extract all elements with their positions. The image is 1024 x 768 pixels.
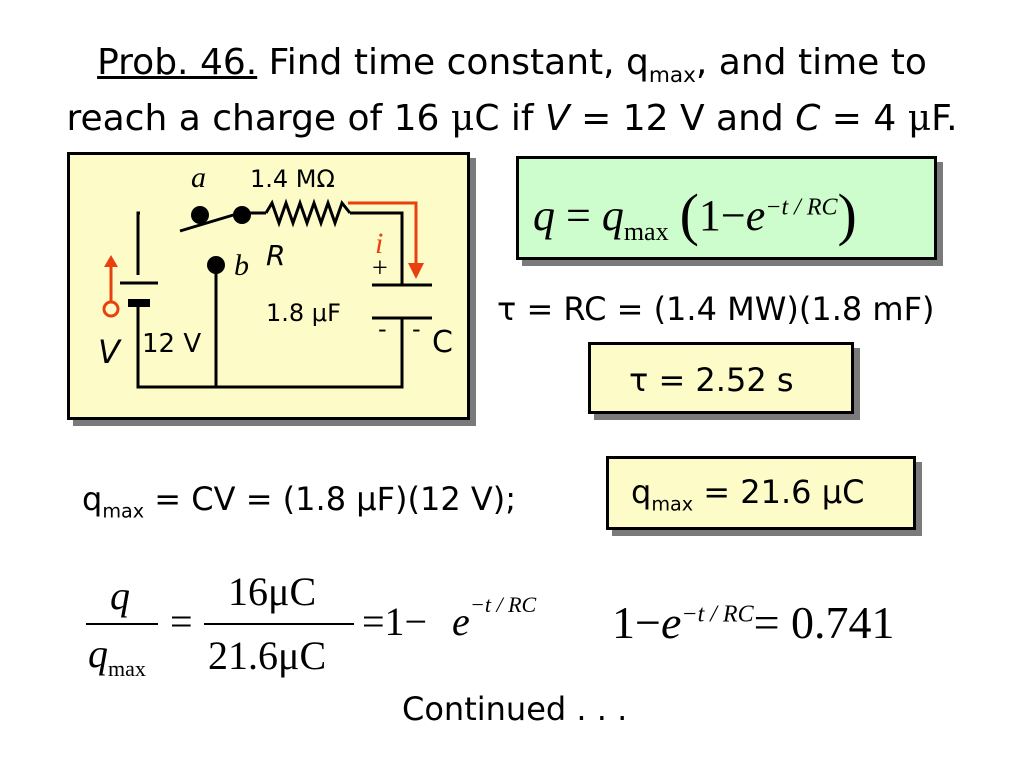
ratio-equation: q qmax = 16μC 21.6μC =1− e −t / RC (86, 569, 537, 681)
result-equation: 1−e−t / RC= 0.741 (612, 597, 895, 648)
node-b-label: b (234, 249, 249, 282)
node-a2-dot (233, 206, 251, 224)
wire-resistor-cap (350, 211, 404, 285)
current-arrow-head (408, 263, 424, 279)
minus-sign-left: - (378, 315, 387, 343)
wire-bottom-left (136, 303, 404, 389)
charge-equation-box: q = qmax (1−e−t / RC) (516, 156, 937, 260)
plus-sign: + (372, 253, 388, 284)
resistor-R-label: R (266, 239, 286, 272)
circuit-diagram (102, 198, 432, 389)
tau-result-box: τ = 2.52 s (588, 342, 854, 414)
resistance-label: 1.4 MΩ (250, 165, 335, 193)
fraction-bar-1 (86, 623, 158, 625)
battery-short-plate (128, 299, 150, 307)
switch-blade (179, 211, 241, 233)
qmax-result-box: qmax = 21.6 μC (606, 456, 916, 530)
voltage-arrow-terminal (102, 300, 120, 318)
page-title: Prob. 46. Find time constant, qmax, and … (97, 42, 927, 89)
page-title-line2: reach a charge of 16 μC if V = 12 V and … (66, 98, 958, 139)
problem-number: Prob. 46. (97, 42, 258, 83)
qmax-equation: qmax = CV = (1.8 μF)(12 V); (82, 480, 516, 523)
voltage-value: 12 V (142, 329, 202, 359)
voltage-V-label: V (98, 333, 120, 371)
capacitance-label: 1.8 μF (266, 299, 341, 327)
capacitor-C-label: C (432, 325, 453, 360)
continued-label: Continued . . . (402, 690, 628, 728)
resistor-symbol (264, 198, 352, 228)
circuit-panel: a 1.4 MΩ R i b + 1.8 μF - - C V 12 V (67, 152, 470, 420)
fraction-bar-2 (204, 623, 354, 625)
current-label: i (375, 227, 384, 260)
tau-equation: τ = RC = (1.4 MW)(1.8 mF) (497, 290, 935, 328)
current-arrow-line (348, 201, 418, 265)
wire-top-left (136, 211, 140, 275)
voltage-arrow-head (104, 255, 118, 267)
node-a-label: a (191, 161, 206, 194)
node-b-dot (207, 256, 225, 274)
minus-sign-right: - (412, 315, 421, 343)
node-a-dot (191, 206, 209, 224)
